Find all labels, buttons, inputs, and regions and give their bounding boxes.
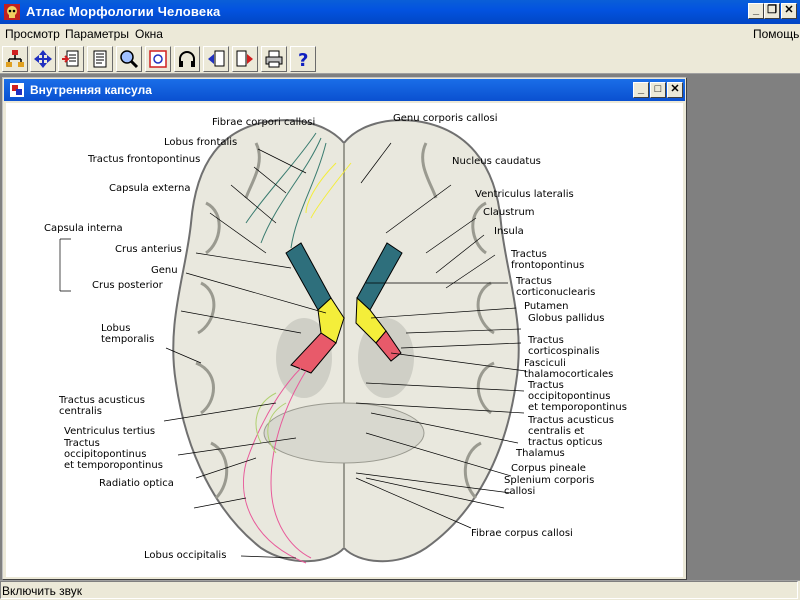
label-frontopontinus-right: frontopontinus [511,260,585,271]
menu-parameters[interactable]: Параметры [65,27,129,41]
label-fibrae-corpori-callosi: Fibrae corpori callosi [212,117,316,128]
label-claustrum: Claustrum [483,207,535,218]
child-window: Внутренняя капсула _ □ ✕ [2,77,687,580]
fit-frame-icon [149,50,167,68]
label-genu-corporis-callosi: Genu corporis callosi [393,113,498,124]
menu-help[interactable]: Помощь [753,27,800,41]
status-bar: Включить звук [0,580,800,600]
page-text-button[interactable] [87,46,113,72]
svg-text:?: ? [298,50,308,69]
sound-button[interactable] [174,46,200,72]
label-globus-pallidus: Globus pallidus [528,313,605,324]
label-capsula-externa: Capsula externa [109,183,191,194]
label-tractus-right-3: Tractus [528,335,564,346]
toolbar: ? [0,44,800,74]
child-close-button[interactable]: ✕ [667,82,683,98]
brain-section-illustration [59,119,527,564]
label-ventriculus-lateralis: Ventriculus lateralis [475,189,574,200]
status-panel [0,581,798,599]
label-tractus-acusticus-right-2: centralis et [528,426,585,437]
next-page-button[interactable] [232,46,258,72]
export-page-button[interactable] [58,46,84,72]
label-fibrae-corpus-callosi: Fibrae corpus callosi [471,528,573,539]
label-tractus-acusticus-right-3: tractus opticus [528,437,603,448]
label-insula: Insula [494,226,524,237]
structure-tree-button[interactable] [2,46,28,72]
label-tractus-left: Tractus [64,438,100,449]
child-maximize-button[interactable]: □ [650,82,666,98]
child-minimize-button[interactable]: _ [633,82,649,98]
printer-icon [265,50,283,68]
print-button[interactable] [261,46,287,72]
headphones-icon [179,51,195,67]
app-title: Атлас Морфологии Человека [26,4,221,19]
label-temporopontinus-left: et temporopontinus [64,460,163,471]
help-button[interactable]: ? [290,46,316,72]
label-corticonuclearis: corticonuclearis [516,287,596,298]
label-lobus-temporalis-2: temporalis [101,334,155,345]
next-page-icon [236,50,253,67]
menu-view[interactable]: Просмотр [5,27,60,41]
menu-windows[interactable]: Окна [135,27,163,41]
label-lobus-occipitalis: Lobus occipitalis [144,550,227,561]
fit-frame-button[interactable] [145,46,171,72]
child-window-title: Внутренняя капсула [30,83,152,97]
label-nucleus-caudatus: Nucleus caudatus [452,156,541,167]
label-radiatio-optica: Radiatio optica [99,478,174,489]
label-temporopontinus-right: et temporopontinus [528,402,627,413]
label-putamen: Putamen [524,301,569,312]
zoom-button[interactable] [116,46,142,72]
export-page-icon [62,50,79,67]
label-splenium-1: Splenium corporis [504,475,595,486]
document-icon [10,83,24,97]
label-corticospinalis: corticospinalis [528,346,600,357]
label-thalamocorticales: thalamocorticales [524,369,614,380]
restore-button[interactable]: ❐ [764,3,780,19]
move-arrows-icon [34,50,52,68]
structure-tree-icon [6,50,24,67]
label-splenium-2: callosi [504,486,536,497]
label-capsula-interna: Capsula interna [44,223,123,234]
previous-page-button[interactable] [203,46,229,72]
label-tractus-frontopontinus-left: Tractus frontopontinus [88,154,201,165]
label-genu: Genu [151,265,178,276]
figure-canvas: Fibrae corpori callosi Genu corporis cal… [6,103,683,577]
move-button[interactable] [30,46,56,72]
child-title-bar[interactable]: Внутренняя капсула _ □ ✕ [4,79,685,101]
label-tractus-right-1: Tractus [511,249,547,260]
label-corpus-pineale: Corpus pineale [511,463,586,474]
page-text-icon [93,50,107,68]
question-icon: ? [298,50,308,69]
title-bar[interactable]: Атлас Морфологии Человека _ ❐ ✕ [0,0,800,24]
label-occipitopontinus-right: occipitopontinus [528,391,611,402]
label-lobus-temporalis-1: Lobus [101,323,131,334]
label-lobus-frontalis: Lobus frontalis [164,137,238,148]
label-tractus-acusticus-right-1: Tractus acusticus [528,415,614,426]
skull-app-icon [4,4,20,20]
status-text: Включить звук [2,584,83,598]
label-fasciculi: Fasciculi [524,358,566,369]
label-ventriculus-tertius: Ventriculus tertius [64,426,156,437]
label-crus-posterior: Crus posterior [92,280,163,291]
label-tractus-acusticus-left-1: Tractus acusticus [59,395,145,406]
minimize-button[interactable]: _ [748,3,764,19]
label-tractus-right-2: Tractus [516,276,552,287]
label-occipitopontinus-left: occipitopontinus [64,449,147,460]
label-tractus-right-4: Tractus [528,380,564,391]
label-thalamus: Thalamus [516,448,565,459]
magnifier-icon [120,50,139,69]
label-tractus-acusticus-left-2: centralis [59,406,102,417]
previous-page-icon [208,50,225,67]
close-button[interactable]: ✕ [781,3,797,19]
menu-bar: Просмотр Параметры Окна Помощь [0,24,800,44]
label-crus-anterius: Crus anterius [115,244,182,255]
